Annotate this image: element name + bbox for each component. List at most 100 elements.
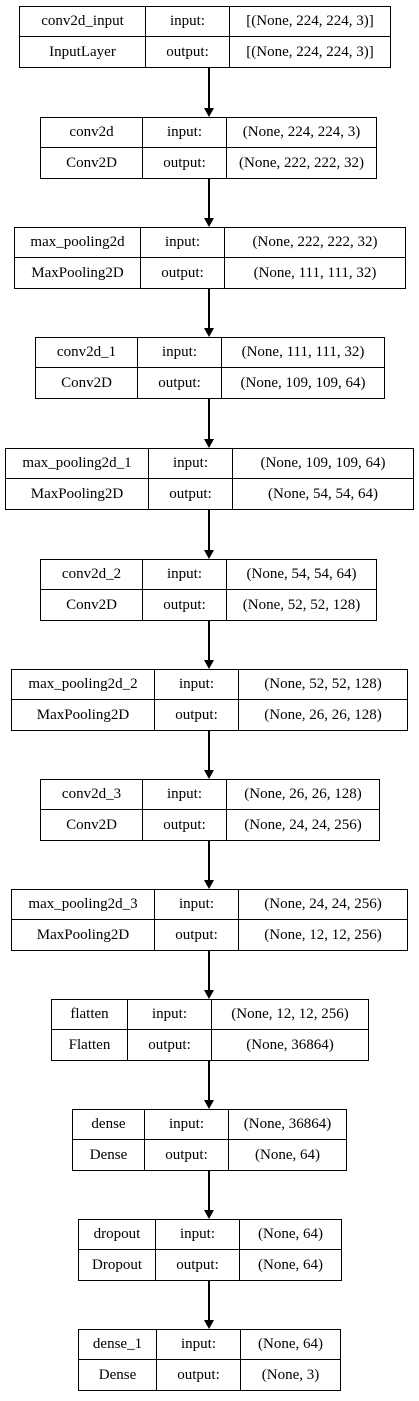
output-label: output:	[149, 479, 233, 509]
output-shape: (None, 12, 12, 256)	[264, 926, 382, 943]
input-label: input:	[128, 1000, 212, 1030]
layer-name: dense	[73, 1110, 145, 1140]
layer-name: conv2d_input	[20, 7, 146, 37]
layer-name: conv2d_1	[36, 338, 138, 368]
input-label: input:	[157, 1330, 241, 1360]
output-shape: (None, 64)	[255, 1146, 320, 1163]
layer-type: MaxPooling2D	[15, 258, 141, 288]
output-shape: (None, 36864)	[246, 1036, 334, 1053]
arrow-down-icon	[204, 550, 214, 559]
output-label: output:	[146, 37, 230, 67]
arrow-down-icon	[204, 770, 214, 779]
layer-name: conv2d_2	[41, 560, 143, 590]
output-shape: (None, 109, 109, 64)	[240, 374, 366, 391]
arrow-down-icon	[204, 108, 214, 117]
layer-type: Conv2D	[41, 148, 143, 178]
output-label: output:	[157, 1360, 241, 1390]
input-shape: (None, 36864)	[229, 1110, 346, 1140]
output-shape: (None, 24, 24, 256)	[244, 816, 362, 833]
layer-name: flatten	[52, 1000, 128, 1030]
input-shape: (None, 111, 111, 32)	[222, 338, 384, 368]
output-shape: (None, 54, 54, 64)	[268, 485, 378, 502]
input-label: input:	[138, 338, 222, 368]
connector-line	[208, 731, 210, 770]
connector-line	[208, 621, 210, 660]
input-shape: [(None, 224, 224, 3)]	[230, 7, 390, 37]
layer-type: Flatten	[52, 1030, 128, 1060]
arrow-down-icon	[204, 1100, 214, 1109]
input-shape: (None, 12, 12, 256)	[212, 1000, 368, 1030]
connector-line	[208, 841, 210, 880]
input-shape: (None, 54, 54, 64)	[227, 560, 376, 590]
connector-line	[208, 1061, 210, 1100]
output-label: output:	[141, 258, 225, 288]
output-label: output:	[155, 920, 239, 950]
layer-name: max_pooling2d_3	[12, 890, 155, 920]
output-shape: (None, 52, 52, 128)	[242, 596, 361, 613]
layer-type: MaxPooling2D	[12, 920, 155, 950]
output-shape: (None, 26, 26, 128)	[264, 706, 382, 723]
output-label: output:	[156, 1250, 240, 1280]
connector-line	[208, 399, 210, 439]
arrow-down-icon	[204, 990, 214, 999]
layer-name: max_pooling2d_1	[6, 449, 149, 479]
output-label: output:	[155, 700, 239, 730]
output-shape: (None, 64)	[258, 1256, 323, 1273]
layer-type: Conv2D	[36, 368, 138, 398]
layer-name: conv2d_3	[41, 780, 143, 810]
layer-name: max_pooling2d_2	[12, 670, 155, 700]
input-shape: (None, 64)	[240, 1220, 341, 1250]
layer-name: dropout	[79, 1220, 156, 1250]
input-label: input:	[155, 670, 239, 700]
input-shape: (None, 26, 26, 128)	[227, 780, 379, 810]
arrow-down-icon	[204, 328, 214, 337]
layer-type: Conv2D	[41, 590, 143, 620]
arrow-down-icon	[204, 218, 214, 227]
arrow-down-icon	[204, 1320, 214, 1329]
input-label: input:	[155, 890, 239, 920]
input-shape: (None, 224, 224, 3)	[227, 118, 376, 148]
connector-line	[208, 510, 210, 550]
output-label: output:	[143, 810, 227, 840]
output-shape: (None, 222, 222, 32)	[239, 154, 364, 171]
input-shape: (None, 24, 24, 256)	[239, 890, 407, 920]
output-label: output:	[143, 590, 227, 620]
input-label: input:	[141, 228, 225, 258]
layer-type: Conv2D	[41, 810, 143, 840]
output-shape: [(None, 224, 224, 3)]	[246, 43, 374, 60]
input-shape: (None, 109, 109, 64)	[233, 449, 413, 479]
input-shape: (None, 52, 52, 128)	[239, 670, 407, 700]
output-shape: (None, 111, 111, 32)	[253, 264, 377, 281]
input-shape: (None, 64)	[241, 1330, 340, 1360]
output-label: output:	[128, 1030, 212, 1060]
connector-line	[208, 1281, 210, 1320]
input-label: input:	[149, 449, 233, 479]
output-shape: (None, 3)	[261, 1366, 320, 1383]
connector-line	[208, 68, 210, 108]
output-label: output:	[138, 368, 222, 398]
layer-type: Dense	[79, 1360, 157, 1390]
arrow-down-icon	[204, 1210, 214, 1219]
connector-line	[208, 951, 210, 990]
layer-name: dense_1	[79, 1330, 157, 1360]
arrow-down-icon	[204, 660, 214, 669]
layer-type: InputLayer	[20, 37, 146, 67]
output-label: output:	[145, 1140, 229, 1170]
layer-type: Dropout	[79, 1250, 156, 1280]
input-label: input:	[143, 780, 227, 810]
layer-type: Dense	[73, 1140, 145, 1170]
input-label: input:	[143, 560, 227, 590]
